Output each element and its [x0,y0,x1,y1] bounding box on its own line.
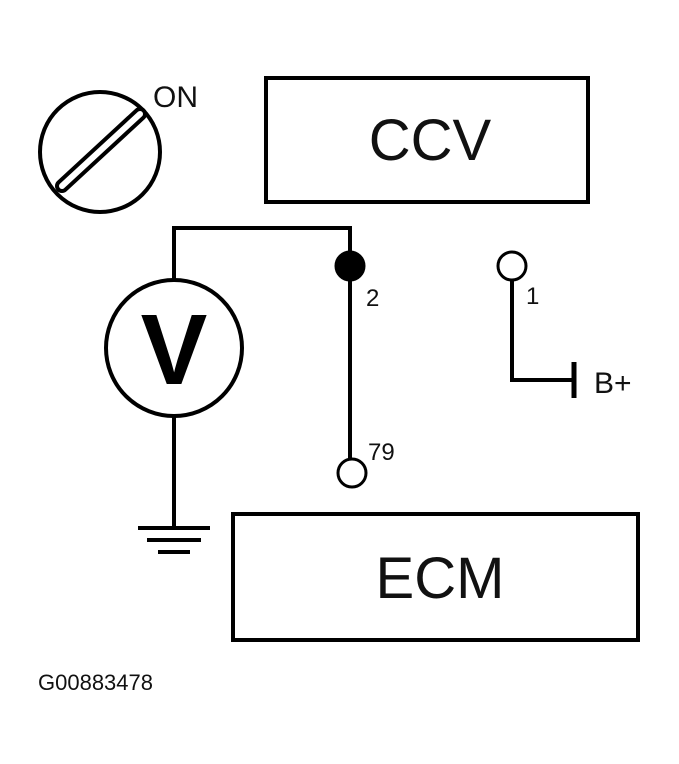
figure-id: G00883478 [38,670,153,695]
voltmeter-positive-wire [172,226,352,280]
ignition-switch [38,90,162,214]
pin-1-terminal [496,250,528,282]
ccv-box [264,76,590,204]
voltmeter-label: V [141,294,208,406]
pin-1-label: 1 [526,283,539,310]
pin-2-terminal [334,250,366,282]
ground-symbol [138,526,210,554]
ccv-label: CCV [369,108,492,173]
ignition-key-slot [55,107,147,193]
ignition-on-label: ON [153,81,198,114]
ecm-box [231,512,640,642]
pin1-to-bplus-wire [510,280,572,382]
bplus-label: B+ [594,367,632,400]
pin-2-label: 2 [366,285,379,312]
ecm-label: ECM [376,546,505,611]
pin-79-label: 79 [368,439,395,466]
pin-79-terminal [336,457,368,489]
voltmeter: V [104,278,244,418]
